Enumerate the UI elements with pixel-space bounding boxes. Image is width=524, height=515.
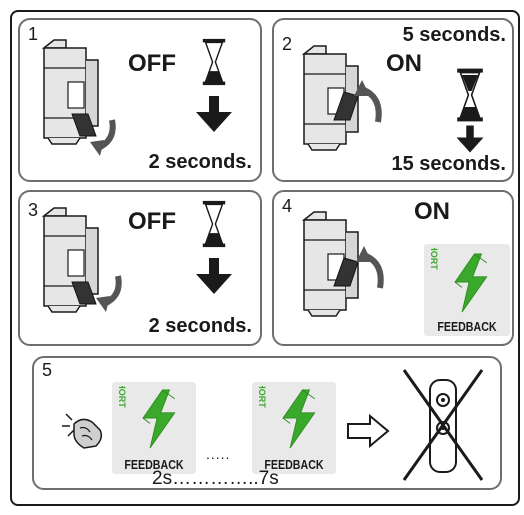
- duration-label: 2 seconds.: [148, 315, 252, 337]
- cross-icon: [402, 369, 484, 481]
- duration-top-label: 5 seconds.: [402, 24, 506, 46]
- down-arrow-icon: [192, 94, 236, 134]
- hourglass-sand-icon: [205, 233, 223, 244]
- duration-label: 2 seconds.: [148, 151, 252, 173]
- feedback-label: FEEDBACK: [124, 457, 184, 472]
- down-arrow-icon: [192, 256, 236, 296]
- feedback-label: FEEDBACK: [264, 457, 324, 472]
- short-side-text: SHORT: [429, 248, 438, 270]
- curved-arrow-icon: [90, 119, 116, 156]
- off-label: OFF: [128, 50, 176, 77]
- timing-label: 2s…………..7s: [152, 468, 279, 489]
- step-3-number: 3: [28, 200, 39, 220]
- step-5-panel: 5 SHORT FEEDBACK ..... SHORT FEEDBACK: [32, 356, 502, 490]
- short-side-text: SHORT: [117, 386, 126, 408]
- step-2-number: 2: [282, 34, 293, 54]
- on-label: ON: [414, 198, 450, 225]
- down-arrow-icon: [448, 124, 492, 154]
- off-label: OFF: [128, 208, 176, 235]
- ellipsis-separator: .....: [206, 446, 231, 462]
- feedback-indicator-icon: SHORT FEEDBACK: [252, 382, 336, 474]
- step-1-number: 1: [28, 24, 39, 44]
- toggle-lever-down-icon: [71, 113, 97, 137]
- step-3-panel: 3 OFF 2 seconds.: [18, 190, 262, 346]
- step-4-panel: 4 ON SHORT FEEDBACK: [272, 190, 514, 346]
- toggle-lever-down-icon: [71, 281, 97, 305]
- instruction-frame: 1 OFF 2 seconds. 2 5 seconds. ON: [10, 10, 520, 506]
- curved-arrow-icon: [96, 275, 122, 312]
- hourglass-sand-icon: [205, 71, 223, 82]
- feedback-indicator-icon: SHORT FEEDBACK: [112, 382, 196, 474]
- step-5-number: 5: [42, 360, 53, 380]
- outline-arrow-icon: [347, 414, 390, 448]
- step-2-panel: 2 5 seconds. ON 15 seconds.: [272, 18, 514, 182]
- curved-arrow-icon: [356, 246, 384, 289]
- short-side-text: SHORT: [257, 386, 266, 408]
- hourglass-sand-icon: [460, 75, 480, 118]
- hand-press-icon: [62, 413, 103, 449]
- step-4-number: 4: [282, 196, 293, 216]
- on-label: ON: [386, 50, 422, 77]
- curved-arrow-icon: [354, 80, 382, 123]
- feedback-label: FEEDBACK: [437, 319, 497, 334]
- step-1-panel: 1 OFF 2 seconds.: [18, 18, 262, 182]
- duration-bottom-label: 15 seconds.: [391, 153, 506, 175]
- feedback-indicator-icon: SHORT FEEDBACK: [424, 244, 510, 336]
